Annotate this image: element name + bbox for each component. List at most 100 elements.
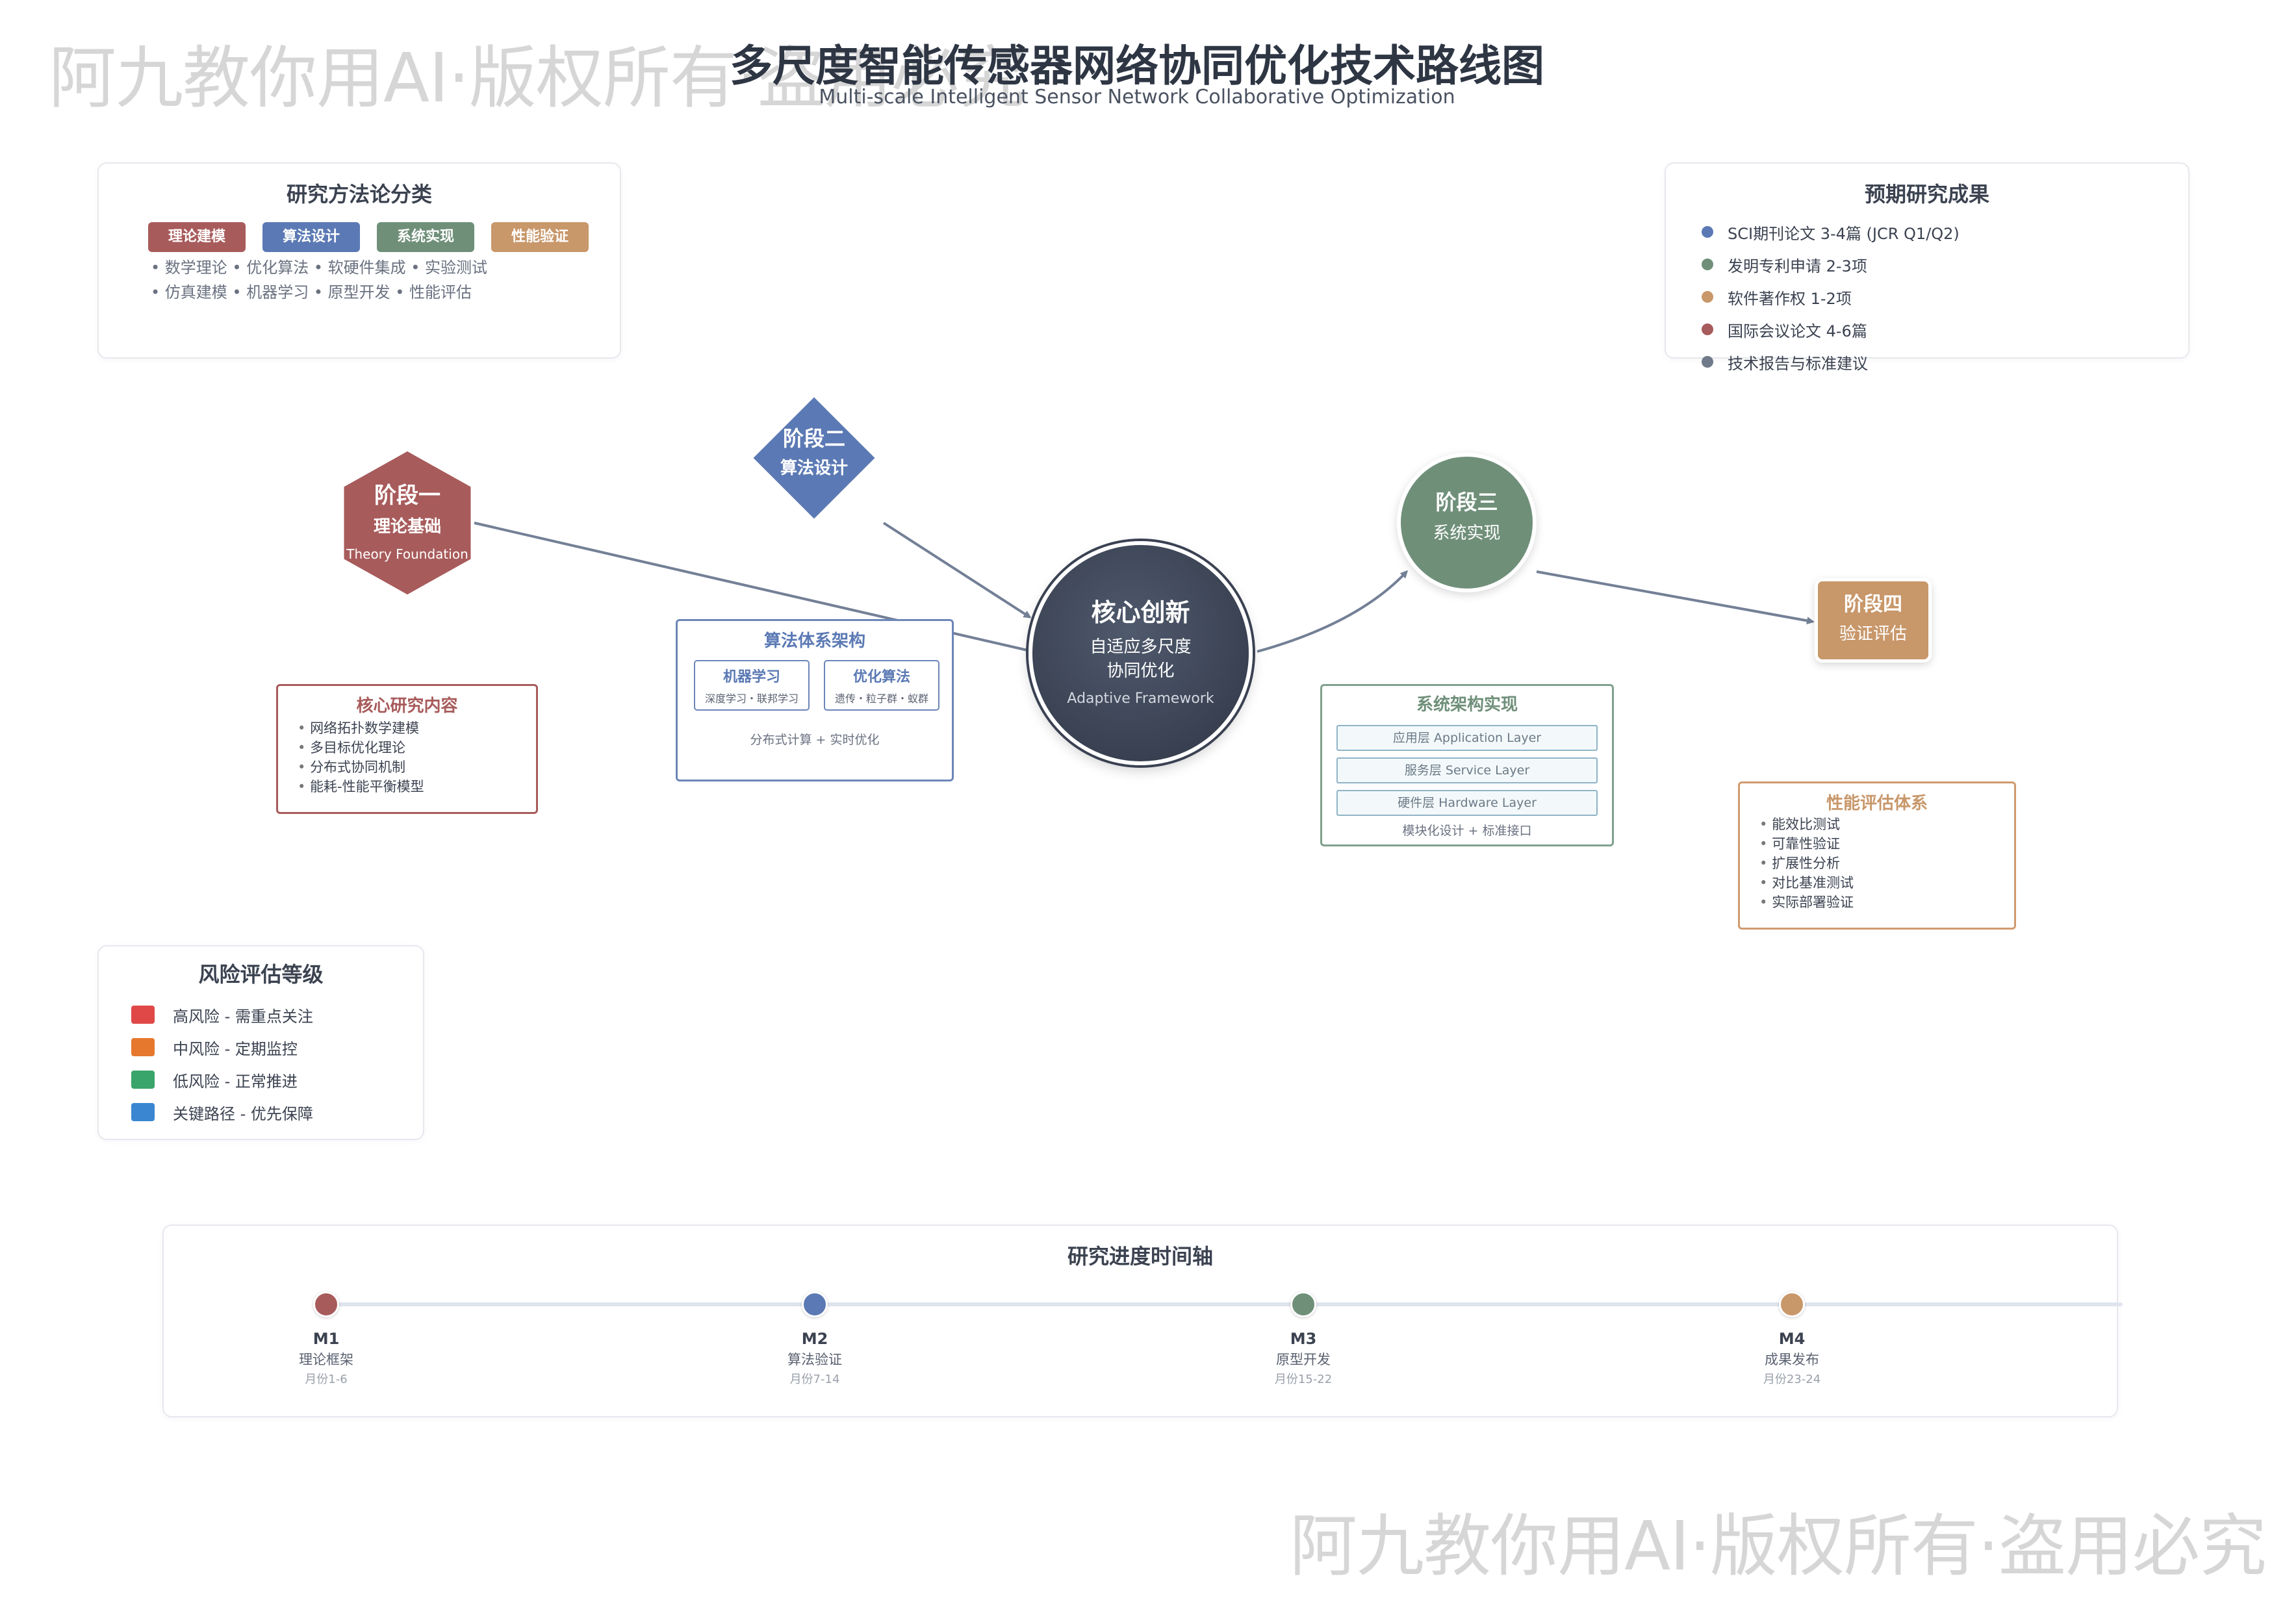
methods-title: 研究方法论分类 bbox=[286, 182, 432, 207]
bullet-dot-icon bbox=[1702, 324, 1713, 335]
milestone-name: 成果发布 bbox=[1765, 1352, 1819, 1367]
outcomes-title: 预期研究成果 bbox=[1864, 182, 1989, 207]
core-label: 核心创新 自适应多尺度 协同优化 Adaptive Framework bbox=[1028, 592, 1253, 707]
outcome-item: SCI期刊论文 3-4篇 (JCR Q1/Q2) bbox=[1702, 219, 1960, 245]
risk-swatch-icon bbox=[131, 1103, 155, 1121]
stage1-subtitle: 理论基础 bbox=[373, 517, 441, 537]
milestone-m3: M3 原型开发 月份15-22 bbox=[1238, 1330, 1368, 1387]
system-architecture-title: 系统架构实现 bbox=[1416, 695, 1518, 715]
list-item: 可靠性验证 bbox=[1759, 834, 1854, 854]
list-item: 能效比测试 bbox=[1759, 815, 1854, 834]
stage3-label: 阶段三 系统实现 bbox=[1397, 486, 1537, 544]
service-layer: 服务层 Service Layer bbox=[1336, 757, 1598, 783]
bullet-dot-icon bbox=[1702, 291, 1713, 303]
list-item: 扩展性分析 bbox=[1759, 854, 1854, 873]
outcome-item: 国际会议论文 4-6篇 bbox=[1702, 316, 1867, 342]
core-line1: 自适应多尺度 bbox=[1090, 637, 1192, 657]
milestone-period: 月份15-22 bbox=[1274, 1373, 1333, 1386]
milestone-name: 理论框架 bbox=[299, 1352, 353, 1367]
algorithm-architecture-box: 算法体系架构 机器学习 深度学习・联邦学习 优化算法 遗传・粒子群・蚁群 分布式… bbox=[676, 619, 954, 781]
ml-desc: 深度学习・联邦学习 bbox=[704, 692, 798, 705]
stage4-label: 阶段四 验证评估 bbox=[1815, 588, 1932, 644]
timeline-track bbox=[323, 1302, 2123, 1306]
tag-performance-validation: 性能验证 bbox=[491, 222, 589, 252]
milestone-dot-m4 bbox=[1779, 1291, 1805, 1317]
bullet-dot-icon bbox=[1702, 259, 1713, 270]
research-content-box: 核心研究内容 网络拓扑数学建模 多目标优化理论 分布式协同机制 能耗-性能平衡模… bbox=[276, 684, 538, 814]
stage1-english: Theory Foundation bbox=[346, 546, 468, 562]
performance-evaluation-list: 能效比测试 可靠性验证 扩展性分析 对比基准测试 实际部署验证 bbox=[1759, 815, 1854, 912]
milestone-period: 月份23-24 bbox=[1763, 1373, 1821, 1386]
milestone-m1: M1 理论框架 月份1-6 bbox=[261, 1330, 391, 1387]
milestone-name: 算法验证 bbox=[787, 1352, 842, 1367]
watermark-bottom: 阿九教你用AI·版权所有·盗用必究 bbox=[1290, 1506, 2267, 1586]
outcome-item: 发明专利申请 2-3项 bbox=[1702, 251, 1867, 277]
arrow-core-s3 bbox=[1257, 570, 1409, 653]
opt-subbox: 优化算法 遗传・粒子群・蚁群 bbox=[824, 660, 939, 711]
opt-desc: 遗传・粒子群・蚁群 bbox=[834, 692, 928, 705]
watermark-top: 阿九教你用AI·版权所有·盗用必究 bbox=[49, 38, 1026, 118]
ml-subbox: 机器学习 深度学习・联邦学习 bbox=[694, 660, 810, 711]
risk-swatch-icon bbox=[131, 1038, 155, 1056]
stage3-circle bbox=[1397, 453, 1537, 592]
algorithm-architecture-title: 算法体系架构 bbox=[763, 631, 865, 651]
list-item: 能耗-性能平衡模型 bbox=[298, 777, 424, 796]
milestone-name: 原型开发 bbox=[1276, 1352, 1331, 1367]
page-subtitle: Multi-scale Intelligent Sensor Network C… bbox=[819, 86, 1455, 108]
methods-row-2: • 仿真建模 • 机器学习 • 原型开发 • 性能评估 bbox=[151, 283, 472, 301]
risk-swatch-icon bbox=[131, 1071, 155, 1089]
outcome-item: 软件著作权 1-2项 bbox=[1702, 284, 1852, 310]
performance-evaluation-box: 性能评估体系 能效比测试 可靠性验证 扩展性分析 对比基准测试 实际部署验证 bbox=[1738, 781, 2016, 930]
bullet-dot-icon bbox=[1702, 356, 1713, 368]
outcomes-card: 预期研究成果 SCI期刊论文 3-4篇 (JCR Q1/Q2) 发明专利申请 2… bbox=[1665, 162, 2190, 373]
milestone-number: M4 bbox=[1778, 1330, 1806, 1348]
milestone-number: M2 bbox=[801, 1330, 828, 1348]
risk-title: 风险评估等级 bbox=[198, 962, 324, 987]
milestone-m4: M4 成果发布 月份23-24 bbox=[1727, 1330, 1857, 1387]
milestone-m2: M2 算法验证 月份7-14 bbox=[750, 1330, 880, 1387]
tag-theory-modeling: 理论建模 bbox=[148, 222, 246, 252]
timeline-card: 研究进度时间轴 M1 理论框架 月份1-6 M2 算法验证 月份7-14 M3 … bbox=[162, 1224, 2123, 1417]
stage1-hexagon bbox=[340, 448, 474, 598]
list-item: 多目标优化理论 bbox=[298, 738, 424, 757]
risk-card: 风险评估等级 高风险 - 需重点关注 中风险 - 定期监控 低风险 - 正常推进… bbox=[97, 945, 424, 1140]
methods-row-1: • 数学理论 • 优化算法 • 软硬件集成 • 实验测试 bbox=[151, 259, 488, 277]
risk-item-low: 低风险 - 正常推进 bbox=[131, 1067, 298, 1093]
core-english: Adaptive Framework bbox=[1067, 691, 1214, 707]
ml-title: 机器学习 bbox=[722, 669, 780, 685]
outcome-item: 技术报告与标准建议 bbox=[1702, 349, 1868, 375]
list-item: 对比基准测试 bbox=[1759, 873, 1854, 893]
stage4-box bbox=[1815, 578, 1932, 663]
milestone-number: M1 bbox=[313, 1330, 340, 1348]
stage2-subtitle: 算法设计 bbox=[780, 459, 848, 478]
core-title: 核心创新 bbox=[1091, 598, 1190, 627]
list-item: 分布式协同机制 bbox=[298, 757, 424, 777]
hardware-layer: 硬件层 Hardware Layer bbox=[1336, 790, 1598, 816]
milestone-dot-m1 bbox=[313, 1291, 339, 1317]
application-layer: 应用层 Application Layer bbox=[1336, 725, 1598, 751]
performance-evaluation-title: 性能评估体系 bbox=[1826, 794, 1928, 813]
research-content-title: 核心研究内容 bbox=[356, 696, 458, 716]
list-item: 实际部署验证 bbox=[1759, 893, 1854, 912]
stage1-label: 阶段一 理论基础 Theory Foundation bbox=[339, 477, 476, 562]
risk-item-critical-path: 关键路径 - 优先保障 bbox=[131, 1099, 313, 1125]
milestone-number: M3 bbox=[1290, 1330, 1317, 1348]
timeline-title: 研究进度时间轴 bbox=[1067, 1244, 1213, 1269]
system-architecture-box: 系统架构实现 应用层 Application Layer 服务层 Service… bbox=[1320, 684, 1614, 846]
stage3-subtitle: 系统实现 bbox=[1433, 524, 1501, 543]
stage4-subtitle: 验证评估 bbox=[1839, 624, 1907, 644]
milestone-period: 月份1-6 bbox=[305, 1373, 348, 1386]
core-line2: 协同优化 bbox=[1106, 661, 1175, 681]
milestone-dot-m2 bbox=[802, 1291, 828, 1317]
risk-item-high: 高风险 - 需重点关注 bbox=[131, 1002, 313, 1028]
core-innovation-circle bbox=[1028, 541, 1253, 765]
stage2-label: 阶段二 算法设计 bbox=[749, 422, 879, 479]
stage3-title: 阶段三 bbox=[1435, 490, 1498, 514]
risk-item-medium: 中风险 - 定期监控 bbox=[131, 1034, 298, 1060]
page-title: 多尺度智能传感器网络协同优化技术路线图 bbox=[730, 41, 1544, 91]
stage2-diamond bbox=[749, 393, 879, 523]
tag-algorithm-design: 算法设计 bbox=[262, 222, 360, 252]
list-item: 网络拓扑数学建模 bbox=[298, 718, 424, 738]
risk-swatch-icon bbox=[131, 1006, 155, 1024]
stage4-title: 阶段四 bbox=[1844, 593, 1902, 616]
